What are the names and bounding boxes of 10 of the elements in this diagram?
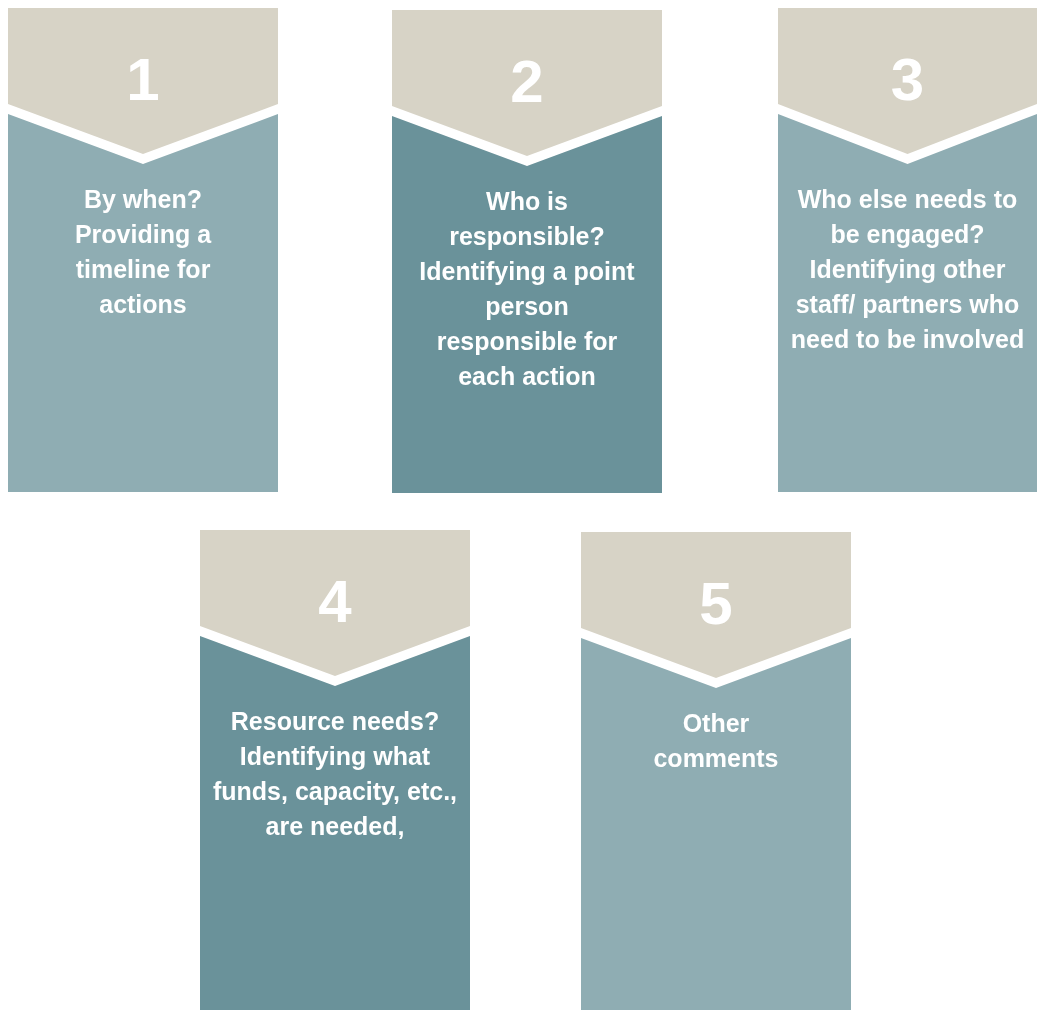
- step-number: 2: [509, 52, 545, 112]
- step-number: 1: [125, 50, 161, 110]
- step-description: Who else needs to be engaged? Identifying other staff/ partners who need to be involved: [790, 184, 1025, 355]
- step-number: 3: [889, 50, 926, 110]
- step-description: Who is responsible? Identifying a point person responsible for each action: [418, 186, 636, 392]
- step-description: Other comments: [652, 708, 780, 774]
- step-number: 4: [317, 572, 353, 632]
- step-description: Resource needs? Identifying what funds, capacity, etc., are needed,: [211, 706, 459, 842]
- step-description: By when? Providing a timeline for actions: [73, 184, 213, 320]
- step-number: 5: [698, 574, 734, 634]
